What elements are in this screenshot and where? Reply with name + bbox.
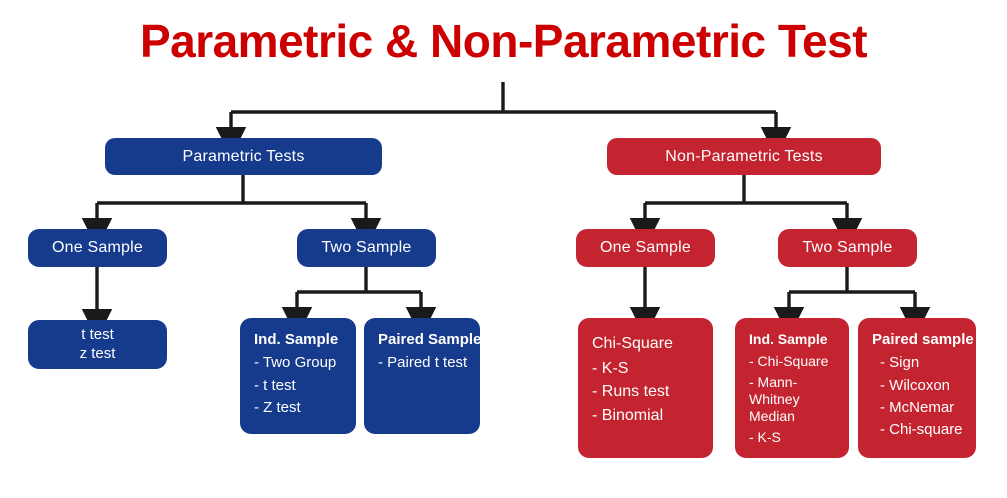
leaf-title: Paired Sample: [378, 331, 482, 348]
leaf-parametric-one-sample[interactable]: t test z test: [28, 320, 167, 369]
leaf-item: - Two Group: [254, 354, 337, 372]
leaf-title: Ind. Sample: [749, 331, 828, 347]
node-label: One Sample: [52, 239, 143, 257]
node-non-parametric-one-sample[interactable]: One Sample: [576, 229, 715, 267]
leaf-line: t test: [81, 326, 114, 344]
node-parametric-one-sample[interactable]: One Sample: [28, 229, 167, 267]
leaf-line: z test: [79, 344, 116, 362]
node-non-parametric-two-sample[interactable]: Two Sample: [778, 229, 917, 267]
leaf-title: Paired sample: [872, 331, 974, 348]
leaf-non-parametric-paired-sample[interactable]: Paired sample - Sign - Wilcoxon - McNema…: [858, 318, 976, 458]
leaf-parametric-ind-sample[interactable]: Ind. Sample - Two Group - t test - Z tes…: [240, 318, 356, 434]
leaf-non-parametric-one-sample[interactable]: Chi-Square - K-S - Runs test - Binomial: [578, 318, 713, 458]
leaf-title: Chi-Square: [592, 335, 673, 352]
node-label: Parametric Tests: [182, 147, 305, 165]
node-label: Two Sample: [802, 239, 893, 257]
leaf-item: - Chi-Square: [749, 353, 829, 370]
node-non-parametric-tests[interactable]: Non-Parametric Tests: [607, 138, 881, 175]
leaf-item: - Paired t test: [378, 354, 468, 372]
node-parametric-tests[interactable]: Parametric Tests: [105, 138, 382, 175]
leaf-item: - K-S: [749, 429, 781, 446]
leaf-title: Ind. Sample: [254, 331, 339, 348]
leaf-item: - McNemar: [880, 398, 955, 416]
leaf-item: - Mann-: [749, 374, 798, 391]
leaf-item: - t test: [254, 376, 296, 394]
leaf-item: Whitney: [749, 391, 800, 408]
node-label: Non-Parametric Tests: [665, 147, 823, 165]
node-label: One Sample: [600, 239, 691, 257]
leaf-item: - Sign: [880, 354, 920, 372]
leaf-item: - Runs test: [592, 383, 670, 401]
node-label: Two Sample: [321, 239, 412, 257]
leaf-item: - Binomial: [592, 406, 664, 424]
leaf-item: - Chi-square: [880, 421, 963, 439]
page-title: Parametric & Non-Parametric Test: [139, 15, 868, 67]
leaf-item: - Z test: [254, 398, 301, 416]
leaf-non-parametric-ind-sample[interactable]: Ind. Sample - Chi-Square - Mann- Whitney…: [735, 318, 849, 458]
leaf-item: - Wilcoxon: [880, 376, 951, 394]
leaf-item: - K-S: [592, 359, 629, 377]
node-parametric-two-sample[interactable]: Two Sample: [297, 229, 436, 267]
leaf-item: Median: [749, 408, 795, 425]
leaf-parametric-paired-sample[interactable]: Paired Sample - Paired t test: [364, 318, 482, 434]
